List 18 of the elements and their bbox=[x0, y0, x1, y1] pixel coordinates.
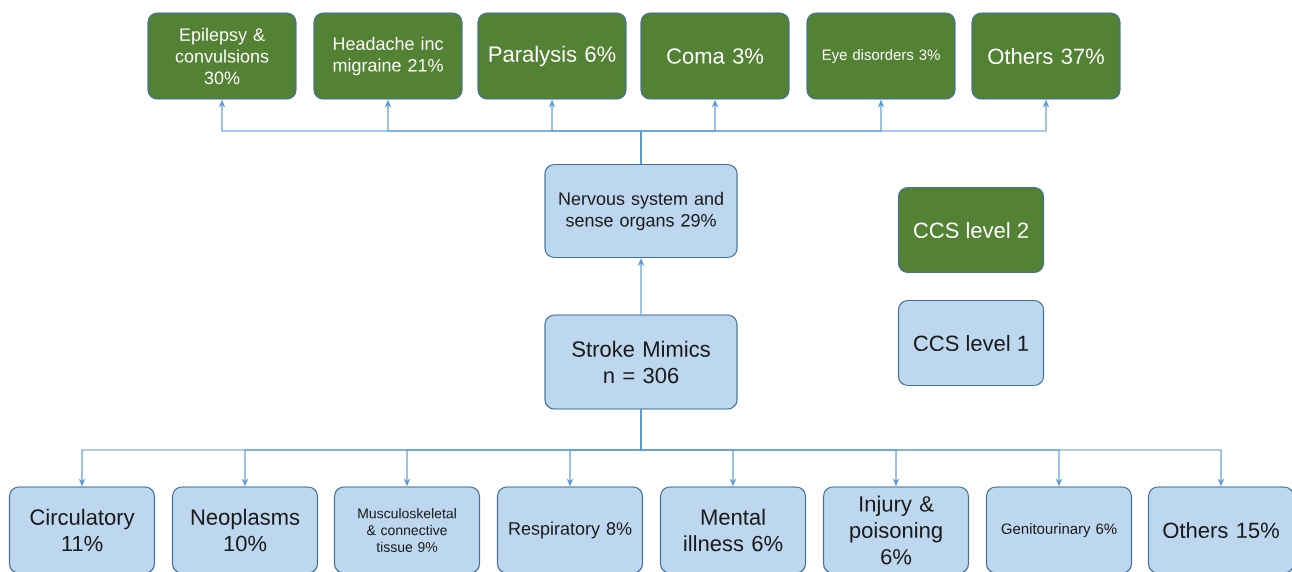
category-box: Headache inc migraine 21% bbox=[313, 12, 463, 100]
category-box: Nervous system and sense organs 29% bbox=[544, 163, 738, 259]
legend-box: CCS level 2 bbox=[897, 186, 1045, 274]
category-box: Circulatory 11% bbox=[8, 486, 156, 572]
category-box: Others 15% bbox=[1147, 486, 1292, 572]
category-box: Others 37% bbox=[971, 12, 1121, 100]
legend-box: CCS level 1 bbox=[897, 299, 1045, 387]
category-box: Musculoskeletal & connective tissue 9% bbox=[333, 486, 481, 572]
category-box: Paralysis 6% bbox=[477, 12, 627, 100]
category-box: Mental illness 6% bbox=[659, 486, 807, 572]
category-box: Genitourinary 6% bbox=[985, 486, 1133, 572]
category-box: Coma 3% bbox=[640, 12, 790, 100]
category-box: Stroke Mimics n = 306 bbox=[544, 314, 738, 410]
category-box: Injury & poisoning 6% bbox=[822, 486, 970, 572]
category-box: Epilepsy & convulsions 30% bbox=[147, 12, 297, 100]
category-box: Eye disorders 3% bbox=[806, 12, 956, 100]
category-box: Respiratory 8% bbox=[496, 486, 644, 572]
category-box: Neoplasms 10% bbox=[171, 486, 319, 572]
